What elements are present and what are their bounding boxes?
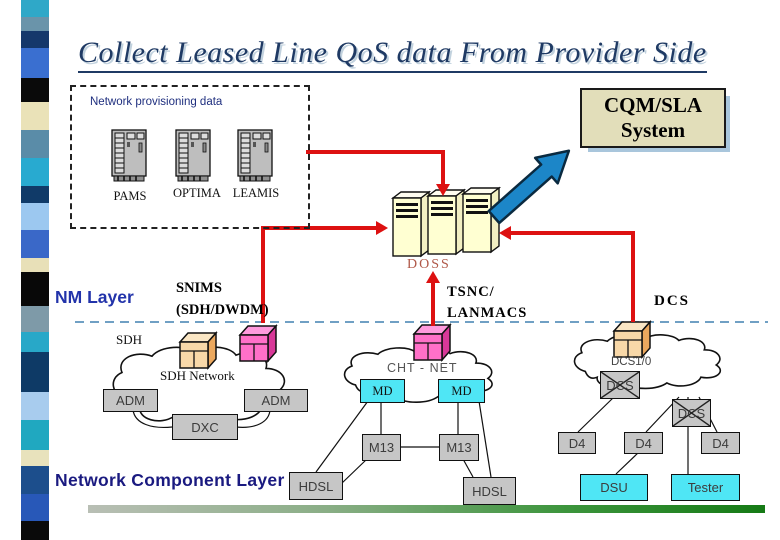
sidebar-block [21,466,49,494]
md1-label: MD [372,383,393,398]
d4-3-label: D4 [712,435,729,451]
sidebar-block [21,258,49,272]
tsnc-node-cube [413,324,451,361]
sidebar-block [21,158,49,186]
snims-line2: (SDH/DWDM) [176,301,269,318]
sidebar-block [21,306,49,332]
dsu-label: DSU [600,480,628,495]
dcs2-label: DCS [677,405,706,421]
network-component-layer-label: Network Component Layer [55,470,285,490]
sidebar-block [21,130,49,158]
tsnc-line1: TSNC/ [447,284,495,300]
dxc-box: DXC [172,414,238,440]
m13-1-label: M13 [368,440,395,455]
dcs10-cloud-label: DCS1/0 [611,356,652,368]
adm1-label: ADM [116,393,145,408]
adm-box-2: ADM [244,389,308,412]
component-links [132,396,718,485]
tester-label: Tester [687,480,724,495]
m13-2-label: M13 [446,440,472,455]
tester-box: Tester [671,474,740,501]
hdsl-box-2: HDSL [463,477,516,505]
sidebar-block [21,31,49,48]
md-box-1: MD [360,379,405,403]
dsu-box: DSU [580,474,648,501]
adm-box-1: ADM [103,389,158,412]
network-provisioning-box [70,85,310,229]
md-box-2: MD [438,379,485,403]
sidebar-block [21,494,49,521]
d4-box-2: D4 [624,432,663,454]
sidebar-block [21,17,49,31]
dcs-nm-label: DCS [654,293,691,309]
sidebar-strip [21,0,49,540]
doss-servers-icon [392,187,500,257]
sidebar-block [21,230,49,258]
dcs-crossconnect-box-1: DCS [600,371,640,399]
sidebar-block [21,78,49,102]
sidebar-block [21,332,49,352]
m13-box-2: M13 [439,434,479,461]
dcs-crossconnect-box-2: DCS [672,399,711,427]
sidebar-block [21,186,49,203]
hdsl2-label: HDSL [472,483,507,499]
d4-2-label: D4 [635,435,652,451]
sidebar-block [21,0,49,17]
optima-label: OPTIMA [173,186,221,200]
hdsl1-label: HDSL [298,478,334,494]
tsnc-line2: LANMACS [447,305,528,322]
pams-label: PAMS [113,189,147,203]
nm-layer-label: NM Layer [55,287,134,307]
sdh-network-cloud-label: SDH Network [160,368,235,383]
sidebar-block [21,48,49,78]
leamis-label: LEAMIS [232,186,280,200]
cht-net-cloud-label: CHT - NET [387,361,458,375]
d4-box-1: D4 [558,432,596,454]
sidebar-block [21,450,49,466]
doss-label: DOSS [407,257,451,272]
sidebar-block [21,272,49,306]
md2-label: MD [451,383,472,398]
tsnc-lanmacs-label: TSNC/ LANMACS [447,282,527,324]
sdh-label: SDH [116,332,143,347]
sidebar-block [21,392,49,420]
snims-label: SNIMS (SDH/DWDM) [176,278,269,322]
network-provisioning-label: Network provisioning data [90,96,223,108]
sidebar-block [21,203,49,230]
dxc-label: DXC [191,419,219,435]
cqm-sla-system-box: CQM/SLA System [580,88,726,148]
dcs-node-cube [613,321,651,358]
sdh-node-cube [179,332,217,369]
adm2-label: ADM [261,393,291,408]
cqm-line1: CQM/SLA [603,93,702,118]
blue-arrow-to-cqm [487,149,571,225]
cqm-line2: System [620,118,686,142]
dcs1-label: DCS [606,377,634,393]
sidebar-block [21,102,49,130]
m13-box-1: M13 [362,434,401,461]
d4-box-3: D4 [701,432,740,454]
sidebar-block [21,420,49,450]
snims-line1: SNIMS [176,280,222,296]
bottom-green-bar [88,505,765,513]
slide-title: Collect Leased Line QoS data From Provid… [78,36,707,73]
red-arrowheads [376,184,511,283]
sidebar-block [21,521,49,540]
x-cross-icon [601,372,639,398]
hdsl-box-1: HDSL [289,472,343,500]
sidebar-block [21,352,49,392]
x-cross-icon [673,400,710,426]
snims-node-cube [239,325,277,362]
d4-1-label: D4 [568,435,586,451]
